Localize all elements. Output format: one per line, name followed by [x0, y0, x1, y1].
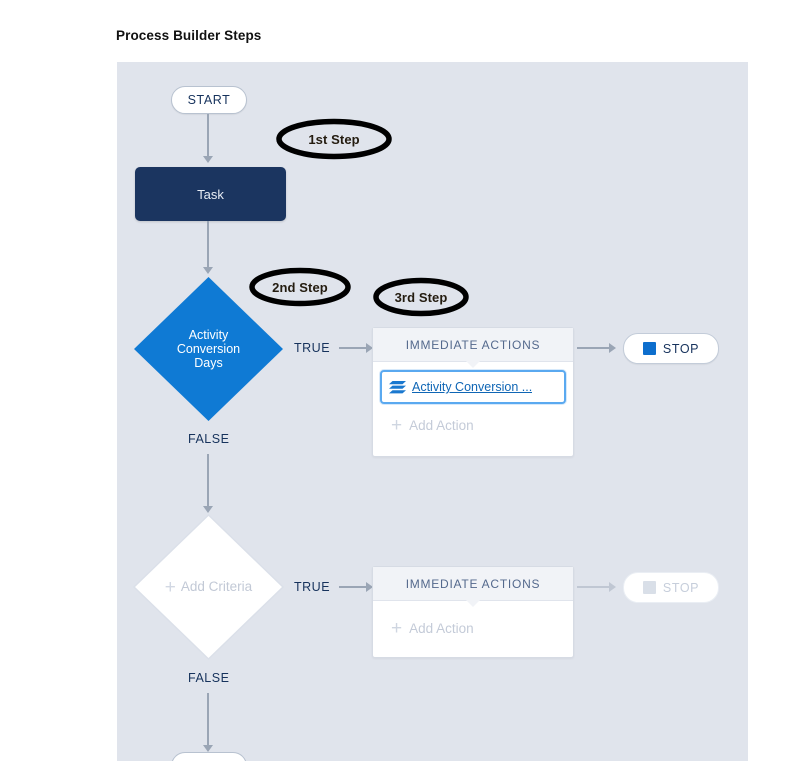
connector-criteria1-true-arrow: [366, 343, 373, 353]
connector-criteria1-true: [339, 347, 366, 349]
annotation-ellipse-icon: [249, 267, 351, 307]
annotation-label: 1st Step: [308, 131, 360, 147]
add-criteria-diamond-shape: [132, 513, 285, 661]
connector-criteria2-false: [207, 693, 209, 745]
flow-stack-icon: [389, 380, 406, 393]
add-action-label: Add Action: [409, 621, 474, 636]
stop-button-2[interactable]: STOP: [623, 572, 719, 603]
connector-actions1-to-stop1-arrow: [609, 343, 616, 353]
annotation-label: 3rd Step: [394, 289, 448, 305]
connector-start-to-task: [207, 114, 209, 156]
connector-task-to-criteria: [207, 221, 209, 267]
connector-criteria2-true: [339, 586, 366, 588]
connector-criteria1-false-arrow: [203, 506, 213, 513]
stop-button-1[interactable]: STOP: [623, 333, 719, 364]
stop-button-label: STOP: [662, 341, 700, 356]
annotation-label: 2nd Step: [272, 279, 328, 295]
criteria-1-false-label: FALSE: [188, 432, 230, 446]
annotation-1st-step: 1st Step: [275, 118, 393, 160]
stop-button-label: STOP: [662, 580, 700, 595]
connector-actions2-to-stop2: [577, 586, 609, 588]
add-action-button-1[interactable]: + Add Action: [373, 406, 573, 447]
annotation-ellipse-icon: [373, 277, 469, 317]
connector-criteria2-true-arrow: [366, 582, 373, 592]
connector-criteria1-false: [207, 454, 209, 506]
process-builder-canvas: START Task Activity Conversion Days TRUE…: [117, 62, 748, 761]
page-title: Process Builder Steps: [116, 28, 262, 43]
connector-criteria2-false-arrow: [203, 745, 213, 752]
stop-square-icon: [642, 581, 656, 594]
connector-actions2-to-stop2-arrow: [609, 582, 616, 592]
criteria-2-true-label: TRUE: [294, 580, 331, 594]
immediate-actions-panel-2: IMMEDIATE ACTIONS + Add Action: [372, 566, 574, 658]
immediate-actions-header-1: IMMEDIATE ACTIONS: [373, 328, 573, 368]
stop-square-icon: [642, 342, 656, 355]
connector-actions1-to-stop1: [577, 347, 609, 349]
plus-icon: +: [391, 618, 403, 639]
plus-icon: +: [391, 415, 403, 436]
immediate-actions-panel-1: IMMEDIATE ACTIONS Activity Conversion ..…: [372, 327, 574, 457]
action-item-label: Activity Conversion ...: [412, 380, 533, 394]
connector-start-to-task-arrow: [203, 156, 213, 163]
criteria-1-true-label: TRUE: [294, 341, 331, 355]
connector-task-to-criteria-arrow: [203, 267, 213, 274]
annotation-2nd-step: 2nd Step: [248, 267, 352, 307]
criteria-diamond-shape: [134, 277, 283, 421]
add-action-button-2[interactable]: + Add Action: [373, 601, 573, 650]
action-item-activity-conversion[interactable]: Activity Conversion ...: [380, 370, 566, 404]
immediate-actions-header-2: IMMEDIATE ACTIONS: [373, 567, 573, 607]
start-node[interactable]: START: [171, 86, 247, 114]
criteria-2-false-label: FALSE: [188, 671, 230, 685]
annotation-ellipse-icon: [276, 118, 392, 160]
add-action-label: Add Action: [409, 418, 474, 433]
criteria-node-add-criteria[interactable]: + Add Criteria: [132, 513, 285, 661]
annotation-3rd-step: 3rd Step: [372, 277, 470, 317]
task-node[interactable]: Task: [135, 167, 286, 221]
next-node-partial[interactable]: [171, 752, 247, 761]
